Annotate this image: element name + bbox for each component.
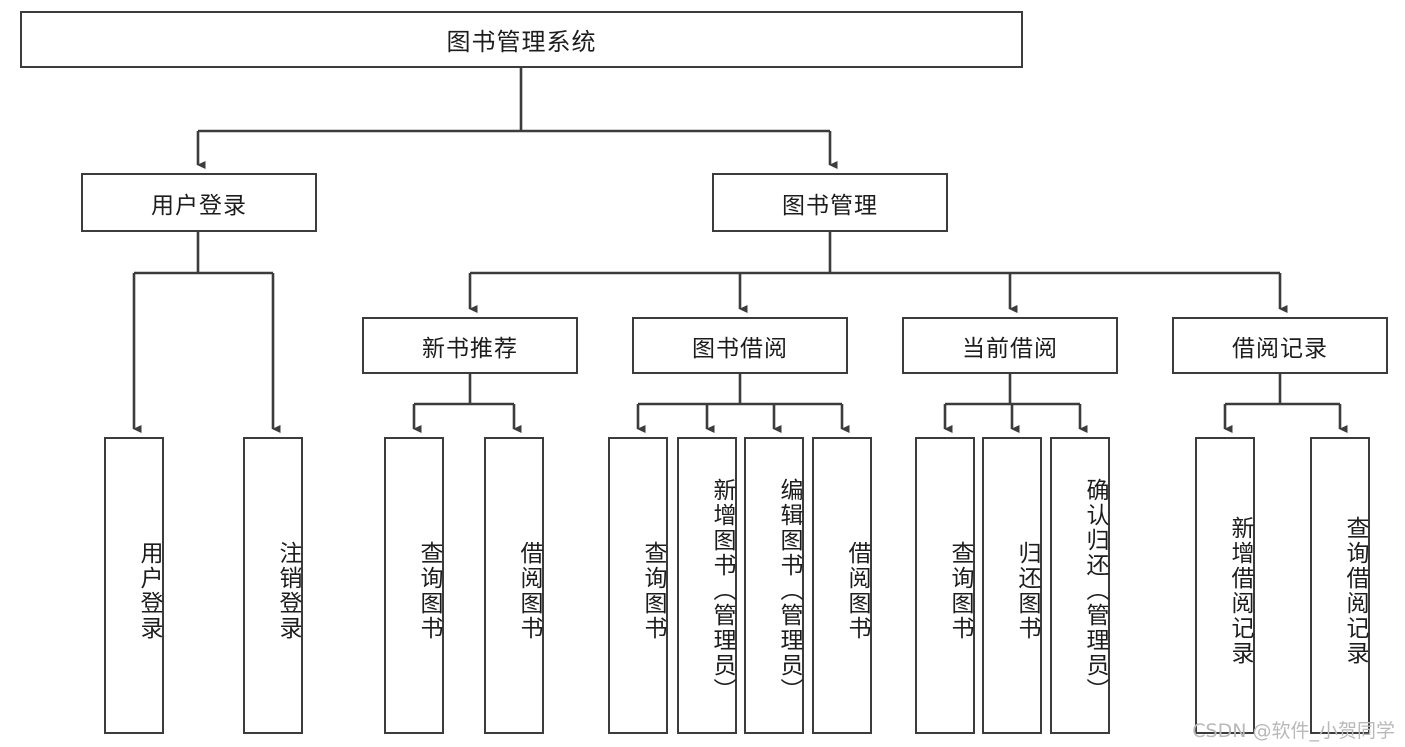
leaf-borrow-book[interactable]: 借阅图书 [812, 437, 872, 734]
leaf-label: 编辑图书（管理员） [776, 478, 802, 703]
leaf-label: 查询图书 [947, 540, 973, 641]
leaf-query-book-current[interactable]: 查询图书 [915, 437, 975, 734]
node-new-book-recommend[interactable]: 新书推荐 [362, 317, 578, 374]
leaf-label: 查询借阅记录 [1342, 515, 1368, 666]
leaf-user-login[interactable]: 用户登录 [104, 437, 164, 734]
node-borrow-record[interactable]: 借阅记录 [1172, 317, 1388, 374]
node-book-borrow[interactable]: 图书借阅 [632, 317, 848, 374]
leaf-label: 注销登录 [275, 540, 301, 641]
leaf-label: 借阅图书 [844, 540, 870, 641]
leaf-edit-book-admin[interactable]: 编辑图书（管理员） [744, 437, 804, 734]
node-book-management[interactable]: 图书管理 [712, 173, 948, 232]
node-current-borrow[interactable]: 当前借阅 [902, 317, 1118, 374]
node-root-system[interactable]: 图书管理系统 [20, 11, 1023, 68]
leaf-query-book-borrow[interactable]: 查询图书 [608, 437, 668, 734]
leaf-label: 新增图书（管理员） [709, 478, 735, 703]
leaf-label: 借阅图书 [516, 540, 542, 641]
leaf-label: 查询图书 [416, 540, 442, 641]
leaf-add-borrow-record[interactable]: 新增借阅记录 [1195, 437, 1255, 734]
leaf-confirm-return-admin[interactable]: 确认归还（管理员） [1050, 437, 1110, 734]
leaf-add-book-admin[interactable]: 新增图书（管理员） [677, 437, 737, 734]
node-user-login[interactable]: 用户登录 [81, 173, 317, 232]
leaf-label: 确认归还（管理员） [1082, 478, 1108, 703]
leaf-return-book[interactable]: 归还图书 [982, 437, 1042, 734]
leaf-borrow-book-recommend[interactable]: 借阅图书 [484, 437, 544, 734]
leaf-label: 新增借阅记录 [1227, 515, 1253, 666]
leaf-label: 归还图书 [1014, 540, 1040, 641]
leaf-query-borrow-record[interactable]: 查询借阅记录 [1310, 437, 1370, 734]
leaf-label: 用户登录 [136, 540, 162, 641]
leaf-label: 查询图书 [640, 540, 666, 641]
leaf-query-book-recommend[interactable]: 查询图书 [384, 437, 444, 734]
leaf-logout[interactable]: 注销登录 [243, 437, 303, 734]
